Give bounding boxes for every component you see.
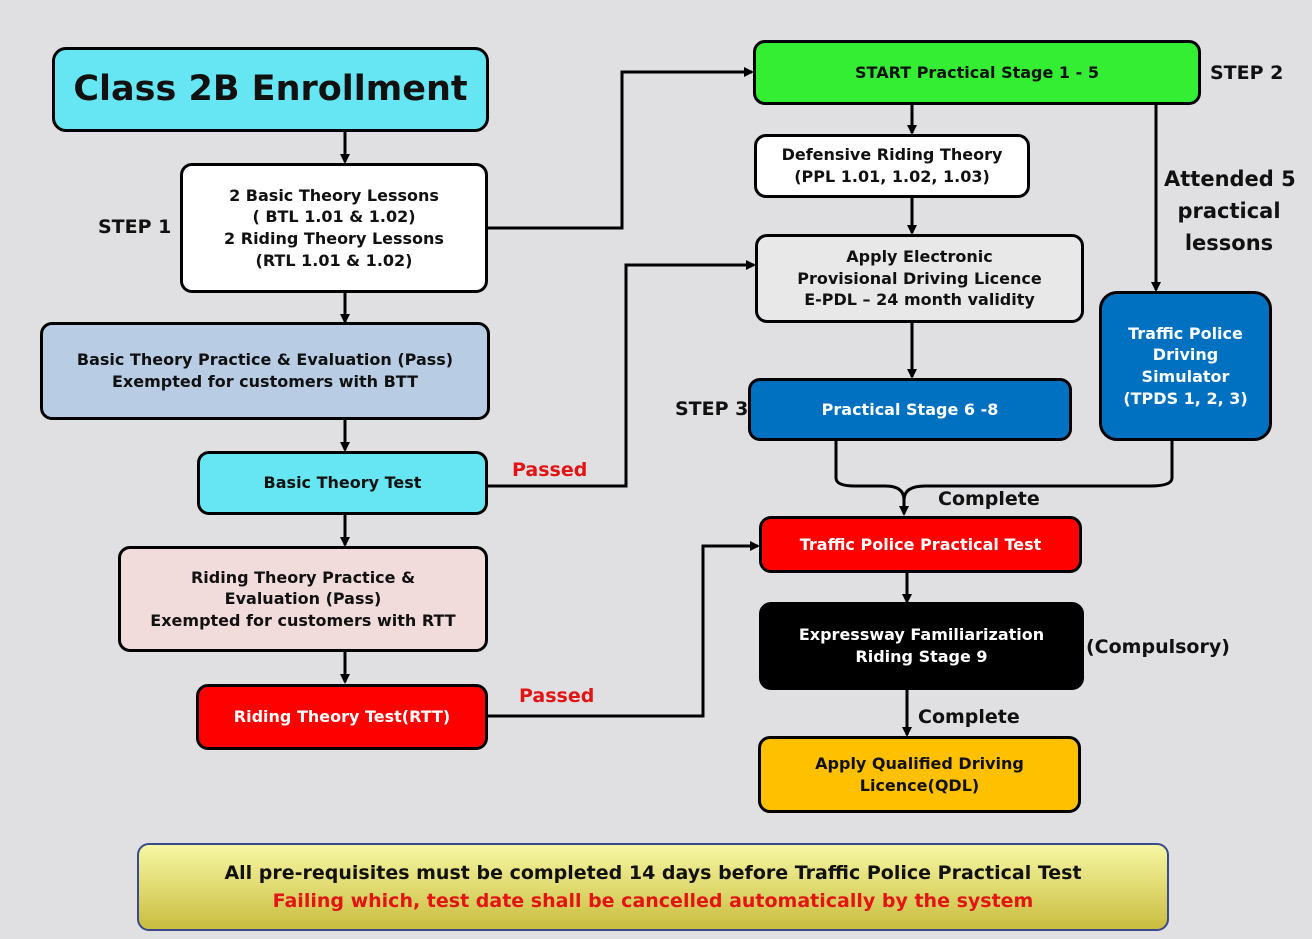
prerequisite-notice-banner: All pre-requisites must be completed 14 … <box>137 843 1169 931</box>
apply-qdl-box: Apply Qualified Driving Licence(QDL) <box>758 736 1081 813</box>
rtp-line: Evaluation (Pass) <box>224 589 382 609</box>
class-2b-enrollment-box: Class 2B Enrollment <box>52 47 489 132</box>
merge-practical <box>834 441 906 501</box>
expressway-familiarization-box: Expressway Familiarization Riding Stage … <box>759 602 1084 690</box>
lessons-line: (RTL 1.01 & 1.02) <box>255 250 413 270</box>
defensive-line: (PPL 1.01, 1.02, 1.03) <box>794 167 990 186</box>
attended-line: Attended 5 <box>1164 167 1296 191</box>
lessons-line: 2 Basic Theory Lessons <box>229 185 439 205</box>
arrow-lessons-to-start <box>488 67 754 230</box>
arrow-rtt-to-tptest <box>488 541 760 718</box>
enrollment-title: Class 2B Enrollment <box>73 68 468 109</box>
epdl-line: E-PDL – 24 month validity <box>804 290 1035 310</box>
lessons-line: ( BTL 1.01 & 1.02) <box>252 207 416 227</box>
step-3-label: STEP 3 <box>675 398 749 420</box>
attended-label: Attended 5 practical lessons <box>1164 163 1296 259</box>
attended-line: practical <box>1177 199 1281 223</box>
basic-theory-test-box: Basic Theory Test <box>197 451 488 515</box>
practical-stage-6-8-box: Practical Stage 6 -8 <box>748 378 1072 441</box>
start-practical-label: START Practical Stage 1 - 5 <box>855 62 1099 82</box>
passed-rtt-label: Passed <box>519 685 595 707</box>
practical-6-8-label: Practical Stage 6 -8 <box>821 399 999 419</box>
basic-theory-practice-box: Basic Theory Practice & Evaluation (Pass… <box>40 322 490 420</box>
tp-test-label: Traffic Police Practical Test <box>799 534 1042 554</box>
notice-line-2: Failing which, test date shall be cancel… <box>272 890 1034 912</box>
rtp-line: Exempted for customers with RTT <box>150 610 456 630</box>
btp-line: Basic Theory Practice & Evaluation (Pass… <box>76 350 454 370</box>
step-1-label: STEP 1 <box>98 216 172 238</box>
start-practical-stage-box: START Practical Stage 1 - 5 <box>753 40 1201 105</box>
rtp-line: Riding Theory Practice & <box>190 567 416 587</box>
qdl-line: Apply Qualified Driving <box>815 753 1024 773</box>
riding-theory-test-box: Riding Theory Test(RTT) <box>196 684 488 750</box>
epdl-line: Apply Electronic <box>846 247 993 267</box>
simulator-line: Simulator <box>1141 367 1230 386</box>
complete-label: Complete <box>938 488 1040 510</box>
lessons-line: 2 Riding Theory Lessons <box>224 229 444 248</box>
traffic-police-simulator-box: Traffic Police Driving Simulator (TPDS 1… <box>1099 291 1272 441</box>
btp-line: Exempted for customers with BTT <box>112 372 418 391</box>
passed-btt-label: Passed <box>512 459 588 481</box>
epdl-line: Provisional Driving Licence <box>797 268 1042 288</box>
notice-line-1: All pre-requisites must be completed 14 … <box>224 861 1082 884</box>
simulator-line: Traffic Police <box>1128 323 1243 343</box>
btt-label: Basic Theory Test <box>263 473 422 493</box>
rtt-label: Riding Theory Test(RTT) <box>233 707 451 727</box>
attended-line: lessons <box>1184 231 1274 255</box>
traffic-police-practical-test-box: Traffic Police Practical Test <box>759 516 1082 573</box>
compulsory-label: (Compulsory) <box>1086 636 1230 658</box>
defensive-line: Defensive Riding Theory <box>781 145 1003 165</box>
step-2-label: STEP 2 <box>1210 62 1284 84</box>
arrow-btt-to-epdl <box>488 260 756 488</box>
expressway-line: Expressway Familiarization <box>798 625 1045 645</box>
expressway-line: Riding Stage 9 <box>855 647 988 666</box>
simulator-line: (TPDS 1, 2, 3) <box>1123 388 1248 408</box>
complete-label: Complete <box>918 706 1020 728</box>
merge-simulator <box>902 441 1174 501</box>
apply-epdl-box: Apply Electronic Provisional Driving Lic… <box>755 234 1084 323</box>
defensive-riding-theory-box: Defensive Riding Theory (PPL 1.01, 1.02,… <box>754 134 1030 198</box>
riding-theory-practice-box: Riding Theory Practice & Evaluation (Pas… <box>118 546 488 652</box>
simulator-line: Driving <box>1152 345 1219 365</box>
qdl-line: Licence(QDL) <box>859 775 980 795</box>
basic-theory-lessons-box: 2 Basic Theory Lessons ( BTL 1.01 & 1.02… <box>180 163 488 293</box>
